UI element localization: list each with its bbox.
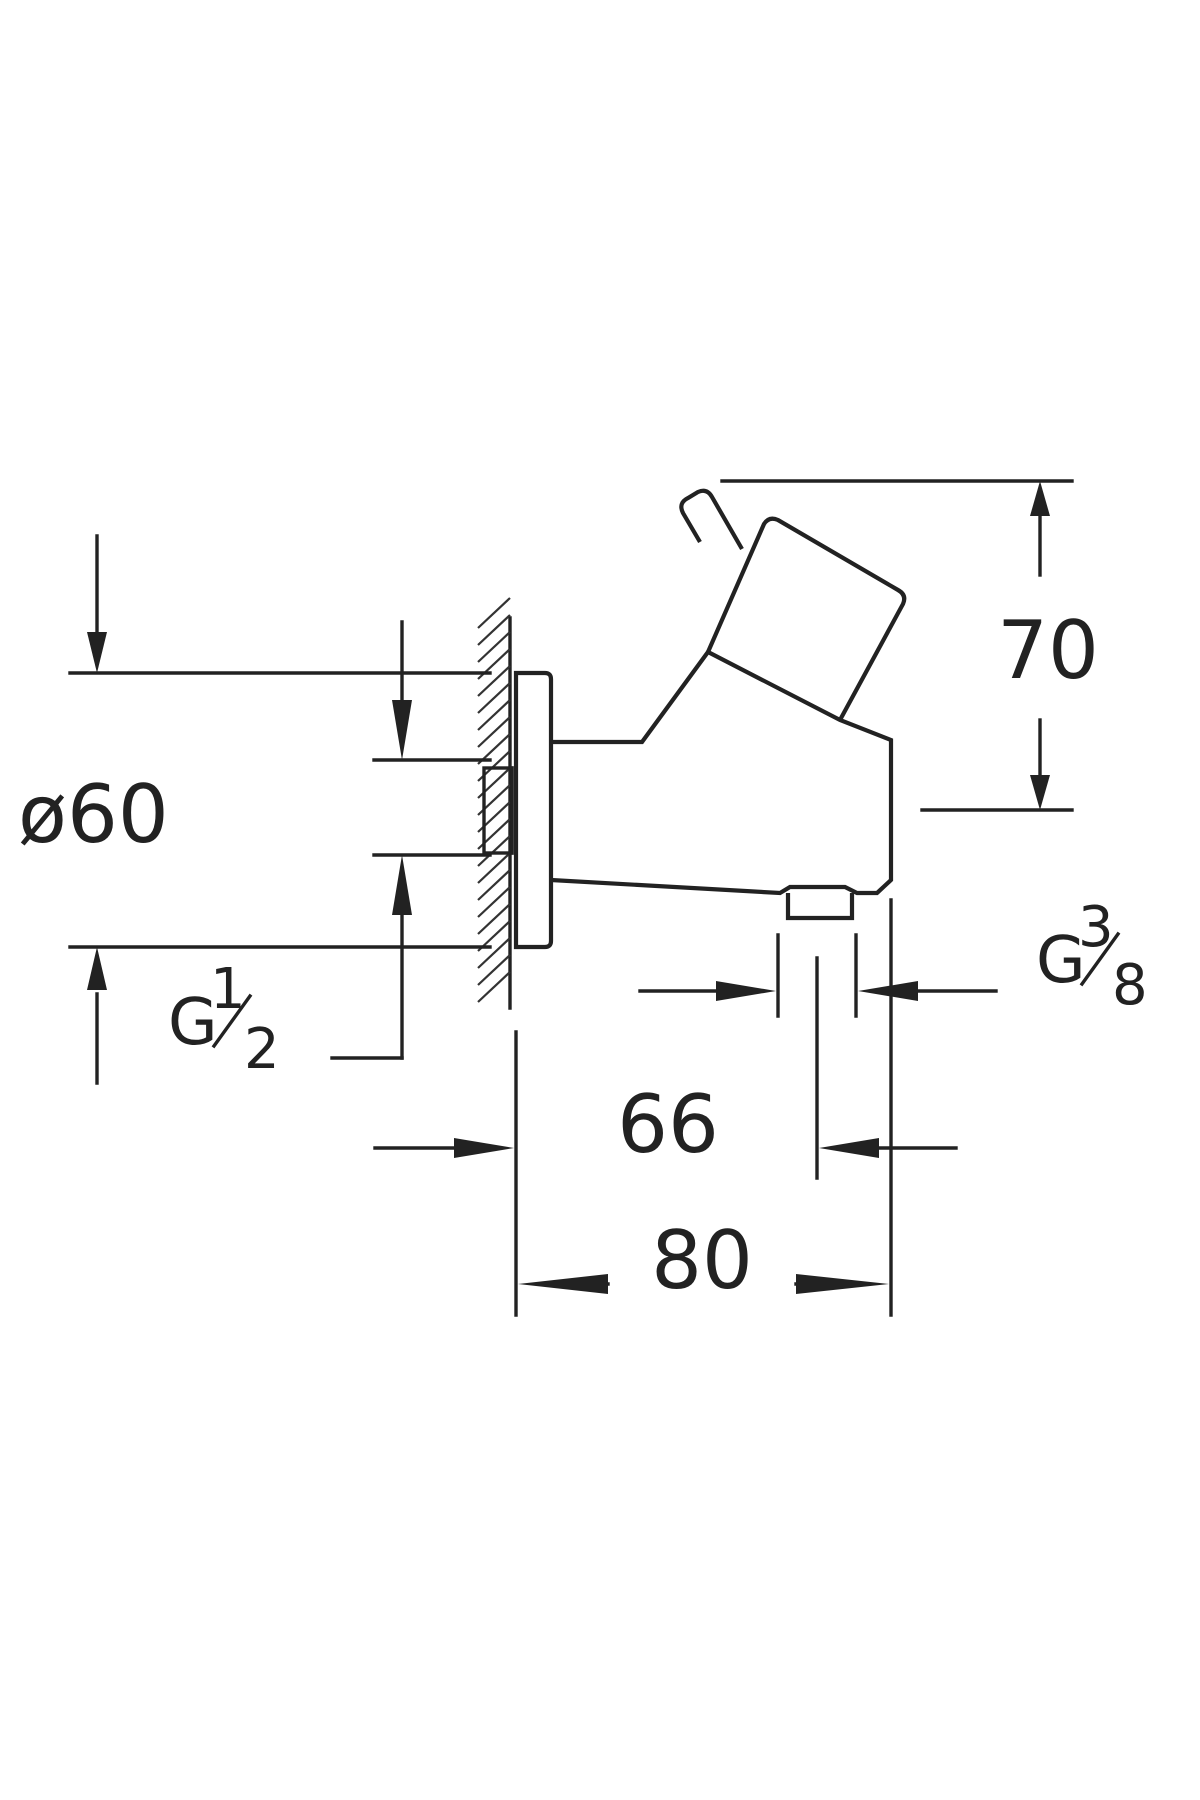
dim-g38-arrow-left — [858, 981, 918, 1001]
wall-hatch-stroke — [477, 869, 511, 901]
wall-hatch-stroke — [477, 614, 511, 646]
dim-80-arrow-right — [796, 1274, 889, 1294]
dim-g12-arrow-up — [392, 855, 412, 915]
dim-80-arrow-left — [518, 1274, 608, 1294]
wall-hatch-stroke — [477, 852, 511, 884]
wall-hatch-stroke — [477, 682, 511, 714]
dim-60-label: ø60 — [18, 768, 169, 861]
handle-lever — [679, 488, 744, 551]
thread-inlet-fraction-bar — [211, 993, 253, 1049]
dim-70-arrow-up — [1030, 481, 1050, 516]
arrowheads — [87, 481, 1050, 1294]
wall-hatch-stroke — [477, 971, 511, 1003]
dim-60-arrow-down — [87, 632, 107, 673]
handle-cylinder — [706, 516, 907, 722]
wall-hatch-stroke — [477, 631, 511, 663]
wall-hatch-stroke — [477, 886, 511, 918]
wall-hatch-stroke — [477, 665, 511, 697]
wall-hatch-stroke — [477, 597, 511, 629]
dim-66-arrow-left — [819, 1138, 879, 1158]
dim-60-arrow-up — [87, 947, 107, 990]
wall-hatch-stroke — [477, 937, 511, 969]
thread-outlet-fraction-bar — [1079, 931, 1121, 987]
thread-inlet-letter: G — [168, 986, 218, 1060]
dim-g38-arrow-right — [716, 981, 776, 1001]
dim-66-label: 66 — [617, 1078, 719, 1171]
thread-outlet-denominator: 8 — [1112, 953, 1148, 1018]
wall-hatch-stroke — [477, 716, 511, 748]
dim-66-arrow-right — [454, 1138, 514, 1158]
outlet-nipple — [785, 893, 855, 921]
wall-hatch-stroke — [477, 699, 511, 731]
dimension-lines — [68, 479, 1074, 1317]
thread-label-inlet: G 1 2 — [168, 957, 280, 1082]
thread-outlet-letter: G — [1036, 924, 1086, 998]
dim-80-label: 80 — [651, 1214, 753, 1307]
body-outline — [550, 649, 894, 896]
dim-70-label: 70 — [997, 604, 1099, 697]
dim-g12-arrow-down — [392, 700, 412, 760]
wall-hatch-stroke — [477, 903, 511, 935]
wall-hatch-stroke — [477, 954, 511, 986]
dim-70-arrow-down — [1030, 775, 1050, 810]
wall-flange — [513, 670, 554, 950]
thread-label-outlet: G 3 8 — [1036, 895, 1148, 1018]
valve-body — [482, 488, 907, 950]
wall-hatch-stroke — [477, 835, 511, 867]
thread-inlet-denominator: 2 — [244, 1017, 280, 1082]
